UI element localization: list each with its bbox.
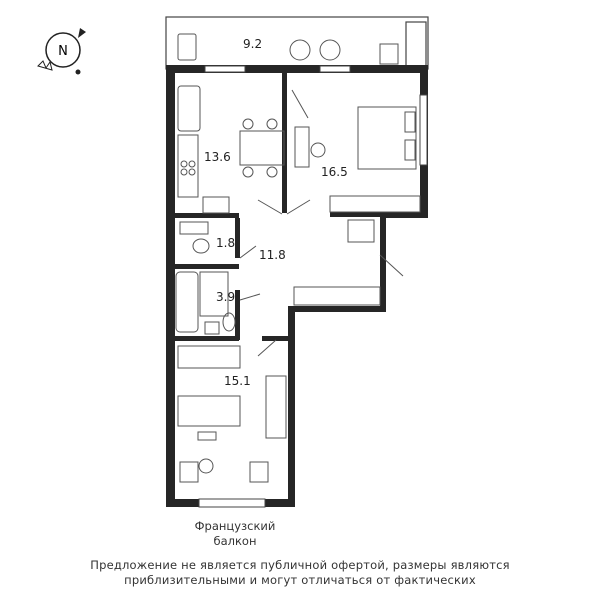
area-bedroom: 16.5	[321, 165, 348, 179]
disclaimer-line2: приблизительными и могут отличаться от ф…	[124, 573, 476, 587]
balcony-caption: Французский балкон	[175, 519, 295, 549]
balcony-caption-line2: балкон	[213, 534, 257, 548]
compass-icon: N	[37, 28, 86, 75]
area-kitchen: 13.6	[204, 150, 231, 164]
area-balcony: 9.2	[243, 37, 262, 51]
area-toilet: 1.8	[216, 236, 235, 250]
balcony-caption-line1: Французский	[194, 519, 276, 533]
walls	[166, 65, 428, 507]
area-bathroom: 3.9	[216, 290, 235, 304]
disclaimer-line1: Предложение не является публичной оферто…	[90, 558, 510, 572]
furniture	[175, 33, 421, 483]
area-room: 15.1	[224, 374, 251, 388]
disclaimer: Предложение не является публичной оферто…	[0, 558, 600, 588]
area-hall: 11.8	[259, 248, 286, 262]
balcony-outline	[165, 16, 429, 70]
compass-letter: N	[58, 44, 68, 59]
windows	[198, 65, 428, 508]
doors	[239, 89, 404, 357]
